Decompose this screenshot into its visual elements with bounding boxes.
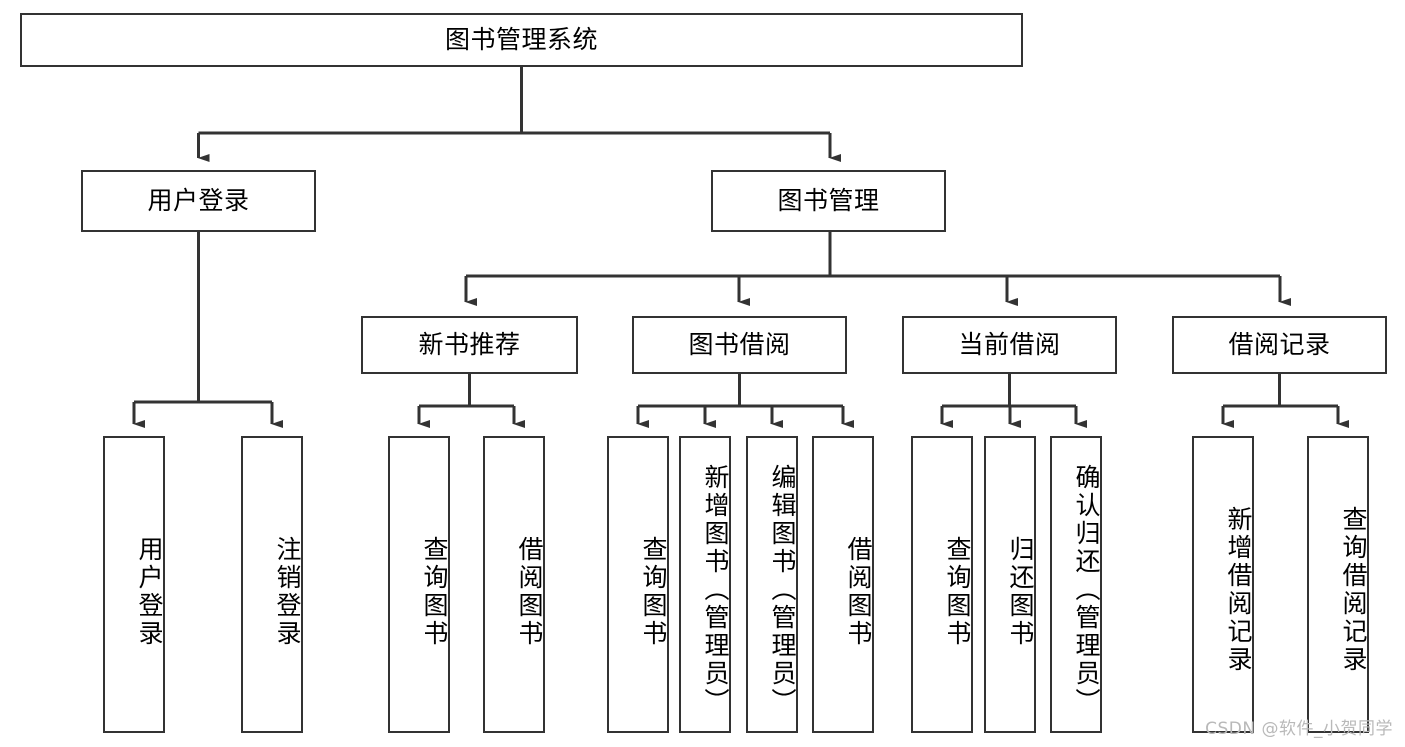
- node-leaf-query-book-cur[interactable]: 查询图书: [911, 436, 973, 733]
- node-leaf-query-book-rec-label: 查询图书: [420, 535, 449, 648]
- node-leaf-query-record-label: 查询借阅记录: [1339, 505, 1368, 674]
- node-leaf-query-record[interactable]: 查询借阅记录: [1307, 436, 1369, 733]
- node-leaf-borrow-book-rec-label: 借阅图书: [515, 535, 544, 648]
- csdn-watermark: CSDN @软件_小贺同学: [1205, 719, 1393, 739]
- node-leaf-confirm-return-label: 确认归还（管理员）: [1072, 463, 1101, 716]
- node-leaf-edit-book-label: 编辑图书（管理员）: [768, 463, 797, 716]
- node-leaf-borrow-book-rec[interactable]: 借阅图书: [483, 436, 545, 733]
- node-book-manage[interactable]: 图书管理: [711, 170, 946, 232]
- node-root[interactable]: 图书管理系统: [20, 13, 1023, 67]
- node-leaf-borrow-book[interactable]: 借阅图书: [812, 436, 874, 733]
- node-leaf-add-record[interactable]: 新增借阅记录: [1192, 436, 1254, 733]
- node-user-login[interactable]: 用户登录: [81, 170, 316, 232]
- node-new-book-recommend[interactable]: 新书推荐: [361, 316, 578, 374]
- node-leaf-return-book[interactable]: 归还图书: [984, 436, 1036, 733]
- node-leaf-borrow-book-label: 借阅图书: [844, 535, 873, 648]
- node-borrow-record[interactable]: 借阅记录: [1172, 316, 1387, 374]
- node-new-book-recommend-label: 新书推荐: [418, 330, 521, 359]
- node-leaf-logout-label: 注销登录: [273, 535, 302, 648]
- node-leaf-add-book[interactable]: 新增图书（管理员）: [679, 436, 731, 733]
- node-leaf-user-login[interactable]: 用户登录: [103, 436, 165, 733]
- node-leaf-user-login-label: 用户登录: [135, 535, 164, 648]
- node-current-borrow[interactable]: 当前借阅: [902, 316, 1117, 374]
- node-leaf-edit-book[interactable]: 编辑图书（管理员）: [746, 436, 798, 733]
- node-leaf-query-book-cur-label: 查询图书: [943, 535, 972, 648]
- node-leaf-query-book-borrow-label: 查询图书: [639, 535, 668, 648]
- node-leaf-add-book-label: 新增图书（管理员）: [701, 463, 730, 716]
- node-leaf-query-book-rec[interactable]: 查询图书: [388, 436, 450, 733]
- node-book-borrow[interactable]: 图书借阅: [632, 316, 847, 374]
- node-leaf-return-book-label: 归还图书: [1006, 535, 1035, 648]
- node-user-login-label: 用户登录: [147, 186, 250, 215]
- node-leaf-query-book-borrow[interactable]: 查询图书: [607, 436, 669, 733]
- node-book-borrow-label: 图书借阅: [688, 330, 791, 359]
- node-book-manage-label: 图书管理: [777, 186, 880, 215]
- node-leaf-add-record-label: 新增借阅记录: [1224, 505, 1253, 674]
- node-leaf-confirm-return[interactable]: 确认归还（管理员）: [1050, 436, 1102, 733]
- node-borrow-record-label: 借阅记录: [1228, 330, 1331, 359]
- node-root-label: 图书管理系统: [444, 25, 598, 54]
- node-leaf-logout[interactable]: 注销登录: [241, 436, 303, 733]
- node-current-borrow-label: 当前借阅: [958, 330, 1061, 359]
